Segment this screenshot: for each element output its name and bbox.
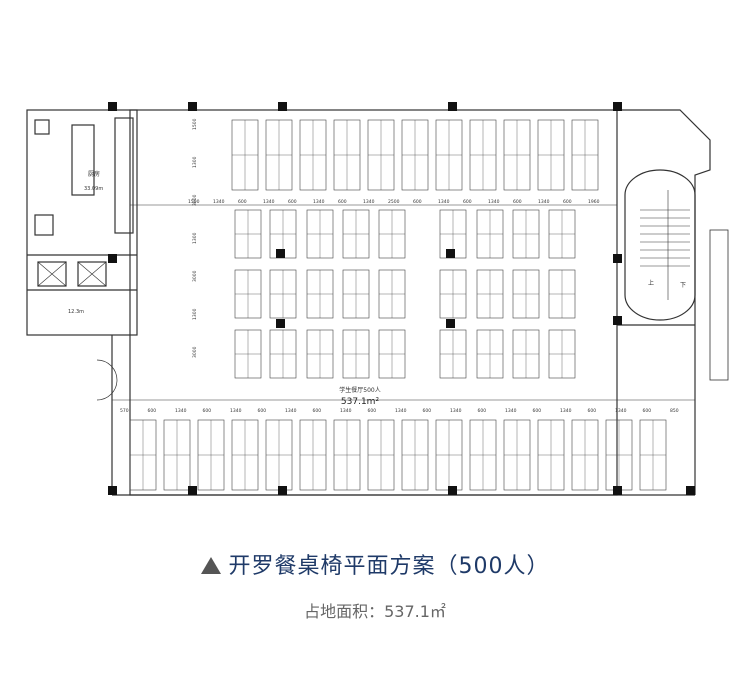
- structural-column: [613, 254, 622, 263]
- dimension-bottom: 570: [120, 408, 129, 414]
- structural-column: [108, 486, 117, 495]
- dimension-top: 1340: [438, 199, 450, 205]
- kitchen-wc: [34, 214, 54, 236]
- kitchen-sink: [34, 119, 50, 135]
- dimension-top: 1340: [488, 199, 500, 205]
- dimension-bottom: 1340: [340, 408, 352, 414]
- dimension-bottom: 600: [643, 408, 652, 414]
- dimension-bottom: 1340: [175, 408, 187, 414]
- kitchen-label: 厨房: [88, 170, 100, 178]
- dimension-bottom: 600: [313, 408, 322, 414]
- structural-column: [686, 486, 695, 495]
- structural-column: [278, 486, 287, 495]
- dimension-bottom: 600: [203, 408, 212, 414]
- dimension-left: 1300: [192, 156, 198, 168]
- dimension-top: 1960: [588, 199, 600, 205]
- structural-columns: [108, 102, 695, 495]
- dimension-top: 600: [338, 199, 347, 205]
- structural-column: [446, 249, 455, 258]
- dimension-top: 600: [513, 199, 522, 205]
- dimension-bottom: 1340: [505, 408, 517, 414]
- dimension-top: 600: [288, 199, 297, 205]
- plan-title: 开罗餐桌椅平面方案（500人）: [0, 548, 750, 580]
- dimension-bottom: 1340: [615, 408, 627, 414]
- dimension-bottom: 600: [148, 408, 157, 414]
- structural-column: [188, 486, 197, 495]
- stair-label-up: 上: [648, 279, 654, 287]
- dimension-bottom: 1340: [560, 408, 572, 414]
- plan-title-text: 开罗餐桌椅平面方案（500人）: [228, 554, 550, 579]
- structural-column: [108, 102, 117, 111]
- dimension-left: 1300: [192, 232, 198, 244]
- structural-column: [613, 486, 622, 495]
- dimension-left: 1300: [192, 308, 198, 320]
- kitchen-outline: [26, 109, 138, 336]
- dimension-top: 600: [463, 199, 472, 205]
- dimension-bottom: 600: [368, 408, 377, 414]
- structural-column: [448, 486, 457, 495]
- structural-column: [446, 319, 455, 328]
- table-layout: [129, 119, 667, 491]
- structural-column: [448, 102, 457, 111]
- dimension-left: 3000: [192, 194, 198, 206]
- dimension-left: 1500: [192, 118, 198, 130]
- dimension-bottom: 1340: [450, 408, 462, 414]
- structural-column: [278, 102, 287, 111]
- kitchen-island: [71, 124, 95, 196]
- dimension-top: 600: [238, 199, 247, 205]
- dimension-top: 2500: [388, 199, 400, 205]
- structural-column: [613, 316, 622, 325]
- hall-note: 学生餐厅500人: [339, 386, 380, 394]
- plan-subtitle: 占地面积：537.1㎡: [304, 602, 446, 621]
- lift-2: [77, 261, 107, 287]
- entry-door: [96, 359, 118, 401]
- dimension-bottom: 850: [670, 408, 679, 414]
- dimension-bottom: 600: [533, 408, 542, 414]
- dimension-left: 3000: [192, 270, 198, 282]
- dimension-bottom: 600: [588, 408, 597, 414]
- dimension-bottom: 600: [478, 408, 487, 414]
- dimension-bottom: 1340: [230, 408, 242, 414]
- dimension-bottom: 600: [423, 408, 432, 414]
- plan-area-label: 537.1m²: [341, 397, 380, 407]
- dimension-top: 1340: [213, 199, 225, 205]
- stair-outer-wall: [617, 109, 711, 325]
- dimension-bottom: 1340: [395, 408, 407, 414]
- stair-treads: [640, 209, 690, 267]
- floor-plan: 1500 1340 600 1340 600 1340 600 1340 2500 600 1340…: [26, 102, 729, 496]
- structural-column: [276, 249, 285, 258]
- dimension-bottom: 600: [258, 408, 267, 414]
- structural-column: [276, 319, 285, 328]
- stair-label-down: 下: [680, 282, 686, 289]
- dimension-top: 1340: [313, 199, 325, 205]
- dimension-top: 1500: [188, 199, 200, 205]
- dimension-top: 600: [563, 199, 572, 205]
- structural-column: [108, 254, 117, 263]
- dimension-top: 1340: [538, 199, 550, 205]
- structural-column: [613, 102, 622, 111]
- structural-column: [188, 102, 197, 111]
- dimension-bottom: 1340: [285, 408, 297, 414]
- dimension-top: 1340: [363, 199, 375, 205]
- dimension-left: 3000: [192, 346, 198, 358]
- dimension-labels: 1500 1340 600 1340 600 1340 600 1340 2500 600 1340…: [120, 118, 679, 414]
- triangle-icon: [200, 557, 221, 574]
- lift-1: [37, 261, 67, 287]
- dimension-top: 1340: [263, 199, 275, 205]
- kitchen-counter: [114, 117, 134, 234]
- side-window: [709, 229, 729, 381]
- kitchen-area: 33.09m: [84, 186, 103, 192]
- hall-outline: [129, 109, 618, 496]
- walls: [26, 109, 729, 496]
- dimension-top: 600: [413, 199, 422, 205]
- stair-core: [624, 169, 696, 321]
- storage-area: 12.3m: [68, 309, 84, 315]
